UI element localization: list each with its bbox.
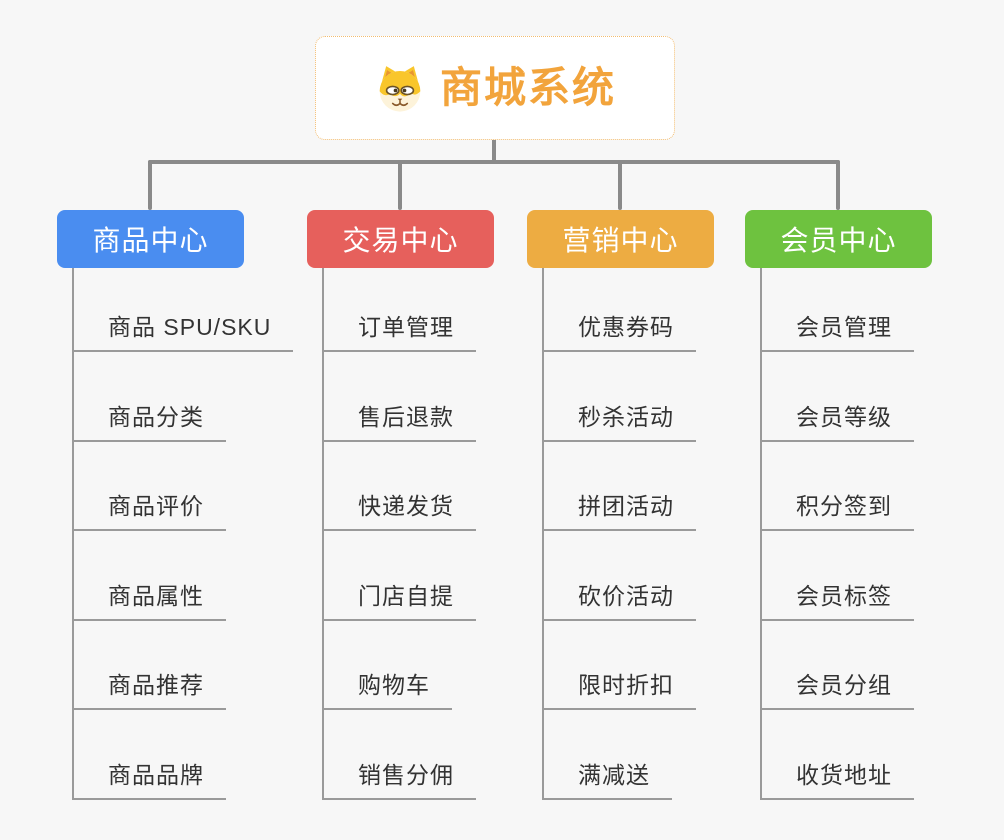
leaf-label: 砍价活动 [578,582,674,609]
leaf-node[interactable]: 售后退款 [322,352,476,442]
connector-drop-4 [836,160,840,210]
leaf-label: 会员等级 [796,403,892,430]
leaf-label: 商品品牌 [108,761,204,788]
branch-box[interactable]: 会员中心 [745,210,932,268]
connector-drop-3 [618,160,622,210]
root-node[interactable]: 商城系统 [315,36,675,140]
leaf-node[interactable]: 限时折扣 [542,620,696,711]
connector-root-stem [492,140,496,162]
shiba-dog-face-icon [374,63,426,113]
leaf-node[interactable]: 商品推荐 [72,620,226,711]
leaf-label: 商品属性 [108,582,204,609]
leaf-node[interactable]: 商品分类 [72,352,226,442]
leaf-node[interactable]: 快递发货 [322,441,476,532]
leaf-label: 会员分组 [796,672,892,699]
leaf-node[interactable]: 商品评价 [72,441,226,532]
root-title: 商城系统 [439,64,616,111]
leaf-node[interactable]: 商品属性 [72,531,226,621]
leaf-label: 满减送 [578,761,650,788]
leaf-label: 销售分佣 [358,761,454,788]
leaf-label: 门店自提 [358,582,454,609]
branch: 会员中心 会员管理 会员等级 积分签到 会员标签 会员分组 收货地址 [745,210,932,800]
leaf-node[interactable]: 砍价活动 [542,531,696,621]
leaf-label: 限时折扣 [578,672,674,699]
leaf-label: 购物车 [358,672,430,699]
branch-box[interactable]: 商品中心 [57,210,244,268]
connector-bus [148,160,840,164]
leaf-node[interactable]: 会员分组 [760,620,914,711]
branch: 商品中心 商品 SPU/SKU 商品分类 商品评价 商品属性 商品推荐 商品品牌 [57,210,294,800]
branch-items: 优惠券码 秒杀活动 拼团活动 砍价活动 限时折扣 满减送 [542,268,696,800]
leaf-label: 商品分类 [108,403,204,430]
leaf-node[interactable]: 拼团活动 [542,441,696,532]
branch-label: 营销中心 [562,225,679,256]
branch: 营销中心 优惠券码 秒杀活动 拼团活动 砍价活动 限时折扣 满减送 [527,210,714,800]
leaf-node[interactable]: 购物车 [322,620,452,711]
leaf-node[interactable]: 销售分佣 [322,710,476,800]
leaf-node[interactable]: 积分签到 [760,441,914,532]
connector-drop-2 [398,160,402,210]
leaf-node[interactable]: 会员管理 [760,268,914,352]
leaf-node[interactable]: 门店自提 [322,531,476,621]
branch-label: 商品中心 [92,225,209,256]
leaf-node[interactable]: 收货地址 [760,710,914,800]
leaf-label: 秒杀活动 [578,403,674,430]
leaf-node[interactable]: 优惠券码 [542,268,696,352]
leaf-label: 订单管理 [358,314,454,340]
leaf-node[interactable]: 商品品牌 [72,710,226,800]
branch-box[interactable]: 交易中心 [307,210,494,268]
connector-drop-1 [148,160,152,210]
branch-label: 交易中心 [342,225,459,256]
branch-label: 会员中心 [780,225,897,256]
leaf-label: 会员管理 [796,314,892,340]
branch-box[interactable]: 营销中心 [527,210,714,268]
leaf-node[interactable]: 会员标签 [760,531,914,621]
leaf-node[interactable]: 商品 SPU/SKU [72,268,294,352]
leaf-label: 商品推荐 [108,672,204,699]
leaf-label: 收货地址 [796,761,892,788]
leaf-label: 商品 SPU/SKU [108,314,272,340]
leaf-node[interactable]: 满减送 [542,710,672,800]
branch-items: 订单管理 售后退款 快递发货 门店自提 购物车 销售分佣 [322,268,476,800]
leaf-label: 售后退款 [358,403,454,430]
branch-items: 商品 SPU/SKU 商品分类 商品评价 商品属性 商品推荐 商品品牌 [72,268,294,800]
leaf-node[interactable]: 秒杀活动 [542,352,696,442]
branch-items: 会员管理 会员等级 积分签到 会员标签 会员分组 收货地址 [760,268,914,800]
leaf-label: 拼团活动 [578,493,674,520]
leaf-label: 商品评价 [108,493,204,520]
leaf-node[interactable]: 会员等级 [760,352,914,442]
leaf-label: 积分签到 [796,493,892,520]
leaf-label: 会员标签 [796,582,892,609]
leaf-label: 优惠券码 [578,314,674,340]
leaf-node[interactable]: 订单管理 [322,268,476,352]
leaf-label: 快递发货 [358,493,454,520]
branch: 交易中心 订单管理 售后退款 快递发货 门店自提 购物车 销售分佣 [307,210,494,800]
